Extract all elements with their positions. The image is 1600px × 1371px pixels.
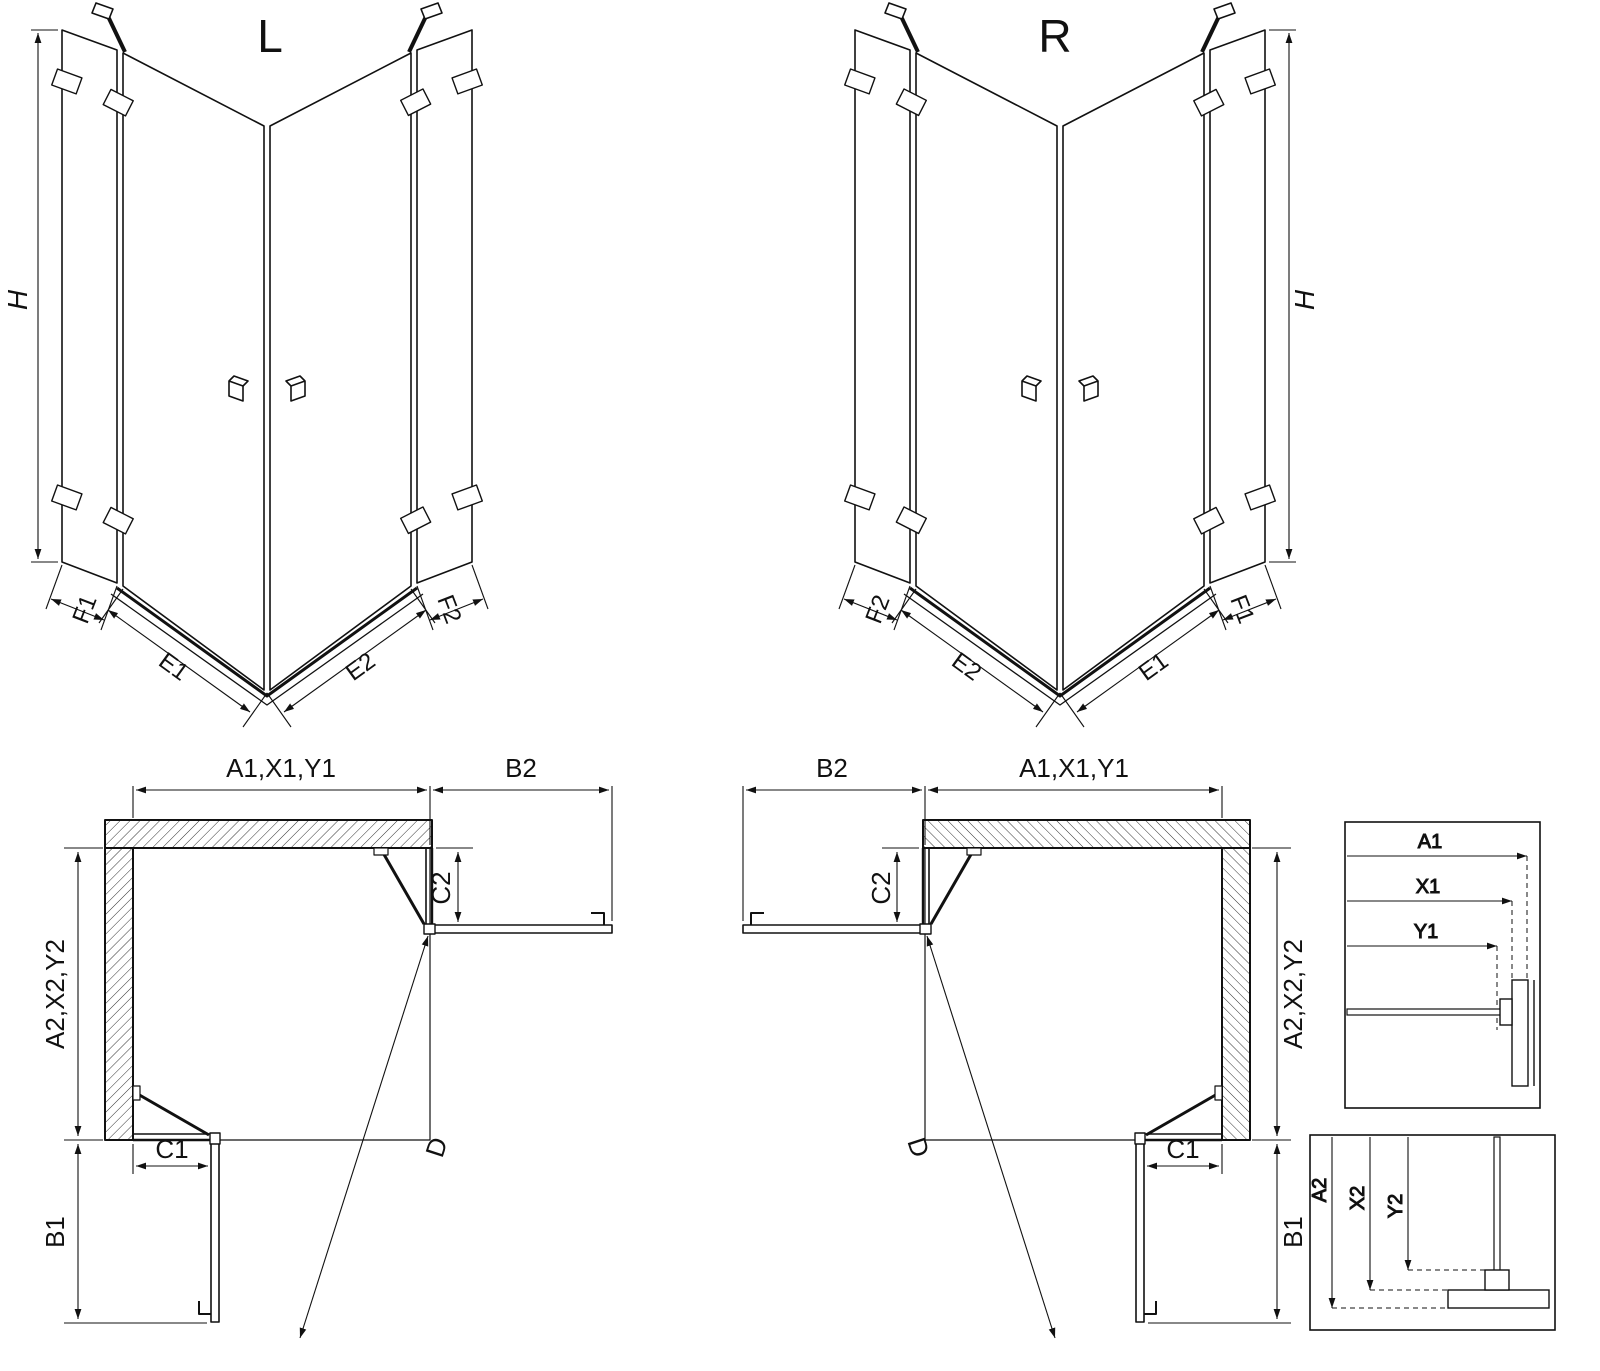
dim-label-f2: F2	[431, 591, 466, 627]
detail-label-x2: X2	[1347, 1186, 1369, 1210]
dim-label-b1: B1	[1278, 1216, 1308, 1248]
bottom-profile-section	[1447, 1269, 1550, 1309]
detail-box-horizontal: A1 X1 Y1	[1344, 821, 1541, 1109]
dim-label-f1: F1	[67, 591, 102, 627]
elevation-left-view	[31, 3, 488, 727]
dim-label-h: H	[2, 289, 33, 310]
variant-label-left: L	[257, 10, 283, 62]
detail-label-y1: Y1	[1414, 921, 1438, 943]
detail-box-frame	[1309, 1134, 1556, 1331]
dim-label-f2: F2	[860, 591, 895, 627]
dim-label-e1: E1	[1134, 647, 1174, 686]
dim-label-c2: C2	[426, 871, 456, 904]
dim-label-b2: B2	[505, 753, 537, 783]
detail-label-x1: X1	[1416, 876, 1440, 898]
dim-label-h: H	[1289, 289, 1320, 310]
detail-box-frame	[1344, 821, 1541, 1109]
dim-label-f1: F1	[1224, 591, 1259, 627]
dim-label-a2x2y2: A2,X2,Y2	[1278, 939, 1308, 1049]
dim-label-a1x1y1: A1,X1,Y1	[1019, 753, 1129, 783]
plan-right-labels: B2 A1,X1,Y1 C2 A2,X2,Y2 B1 C1 D	[816, 753, 1308, 1248]
detail-box-vertical: A2 X2 Y2	[1309, 1134, 1556, 1331]
dim-label-c2: C2	[866, 871, 896, 904]
detail-label-a1: A1	[1418, 831, 1442, 853]
dim-label-e2: E2	[341, 647, 381, 686]
plan-right-view	[743, 786, 1291, 1338]
plan-left-labels: A1,X1,Y1 B2 C2 A2,X2,Y2 B1 C1 D	[40, 753, 537, 1248]
dim-label-c1: C1	[155, 1134, 188, 1164]
wall-profile-section	[1499, 979, 1535, 1087]
dim-label-c1: C1	[1166, 1134, 1199, 1164]
glass-section	[1493, 1136, 1501, 1288]
dim-label-b1: B1	[40, 1216, 70, 1248]
dim-label-a2x2y2: A2,X2,Y2	[40, 939, 70, 1049]
dim-label-e1: E1	[154, 647, 194, 686]
plan-left-view	[64, 786, 612, 1338]
elevation-right-view	[839, 3, 1296, 727]
dim-label-d: D	[419, 1134, 453, 1161]
dim-label-b2: B2	[816, 753, 848, 783]
dim-label-a1x1y1: A1,X1,Y1	[226, 753, 336, 783]
dim-label-e2: E2	[947, 647, 987, 686]
variant-label-right: R	[1038, 10, 1071, 62]
detail-label-a2: A2	[1309, 1178, 1331, 1202]
glass-section	[1346, 1008, 1508, 1016]
dim-label-d: D	[901, 1134, 935, 1161]
detail-label-y2: Y2	[1385, 1194, 1407, 1218]
